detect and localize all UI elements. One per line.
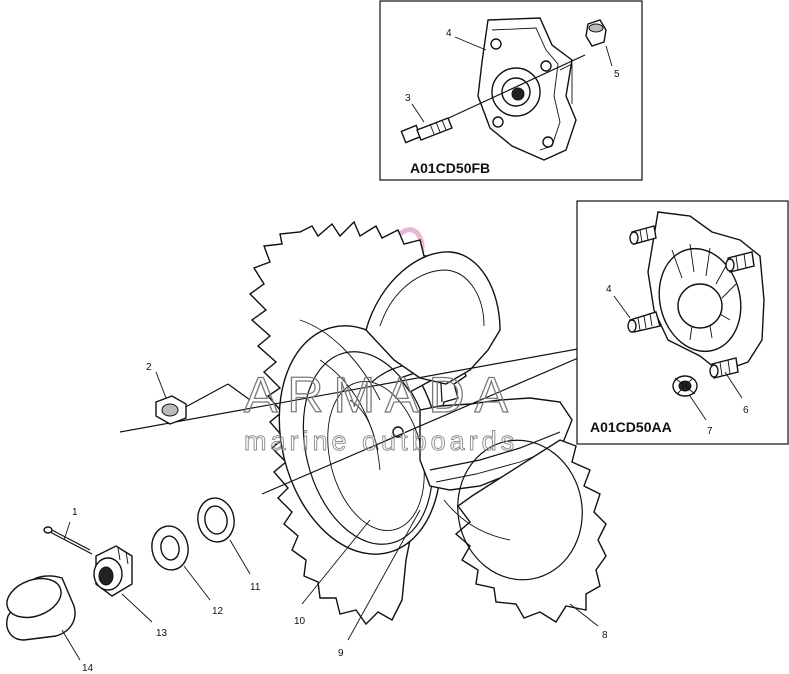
callout-14: 14 (82, 663, 94, 674)
part-14-dust-cap: 14 (6, 575, 94, 674)
tire-rear (365, 251, 607, 623)
callout-2: 2 (146, 362, 152, 373)
callout-6: 6 (743, 405, 749, 416)
part-13-castle-nut: 13 (93, 545, 168, 639)
watermark-brand: ARMADA (244, 367, 518, 423)
callout-8: 8 (602, 630, 608, 641)
callout-9: 9 (338, 648, 344, 659)
part-1-cotter-pin: 1 (43, 507, 93, 555)
inset-right-hub: 4 6 7 A01CD50AA (576, 200, 789, 445)
inset-top-code: A01CD50FB (410, 160, 490, 176)
callout-4-top: 4 (446, 28, 452, 39)
callout-5: 5 (614, 69, 620, 80)
part-2-nut: 2 (146, 362, 187, 425)
callout-12: 12 (212, 606, 224, 617)
callout-4-right: 4 (606, 284, 612, 295)
part-12-washer: 12 (151, 525, 224, 617)
callout-3: 3 (405, 93, 411, 104)
watermark-tagline: marine outboards (244, 426, 518, 456)
callout-11: 11 (250, 582, 261, 593)
callout-7: 7 (707, 426, 713, 437)
inset-right-code: A01CD50AA (590, 419, 672, 435)
callout-1: 1 (72, 507, 78, 518)
callout-13: 13 (156, 628, 168, 639)
axle-centerline (119, 333, 661, 433)
part-11-spacer-ring: 11 (197, 497, 261, 593)
inset-top-hub: 4 5 3 A01CD50FB (379, 0, 643, 181)
callout-10: 10 (294, 616, 306, 627)
